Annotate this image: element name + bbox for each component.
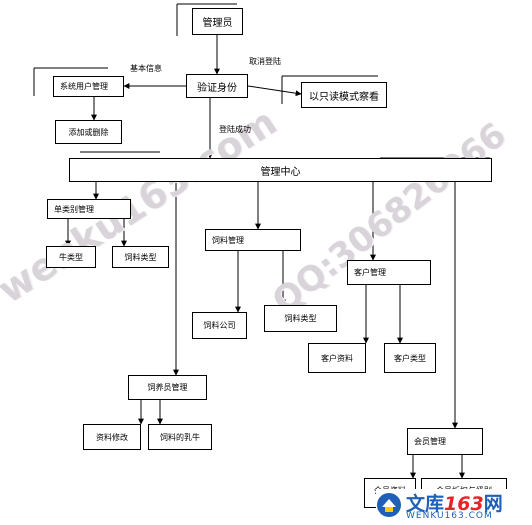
edge-label-cancel-login: 取消登陆: [249, 57, 281, 66]
edge-label-login-success: 登陆成功: [219, 125, 251, 134]
site-logo: 文库163网 WENKU163.COM: [376, 489, 530, 523]
node-member-mgmt: 会员管理: [407, 428, 483, 455]
node-feed-mgmt: 饲料管理: [205, 229, 301, 251]
node-breeder-mgmt: 饲养员管理: [128, 375, 207, 400]
watermark-qq: QQ:306826066: [265, 114, 514, 322]
logo-mark-icon: [377, 493, 401, 517]
node-customer-info: 客户资料: [308, 343, 366, 373]
node-add-delete: 添加或删除: [55, 120, 122, 144]
node-customer-mgmt: 客户管理: [347, 260, 431, 285]
node-feed-type-b: 饲料类型: [264, 305, 337, 332]
node-info-edit: 资料修改: [83, 424, 141, 450]
edge-label-basic-info: 基本信息: [130, 64, 162, 73]
node-admin: 管理员: [192, 8, 243, 35]
node-cattle-type: 牛类型: [46, 246, 96, 268]
node-feed-type-a: 饲料类型: [112, 246, 169, 268]
node-category-mgmt: 单类别管理: [47, 199, 131, 219]
node-feed-milk: 饲料的乳牛: [148, 424, 212, 450]
node-feed-company: 饲料公司: [192, 312, 247, 339]
logo-text: 文库163网: [406, 493, 503, 515]
node-user-mgmt: 系统用户管理: [53, 76, 124, 97]
node-verify: 验证身份: [186, 74, 248, 98]
node-customer-type: 客户类型: [384, 343, 436, 373]
logo-subtext: WENKU163.COM: [406, 511, 493, 521]
node-center: 管理中心: [69, 158, 492, 182]
node-readonly: 以只读模式察看: [301, 82, 387, 108]
